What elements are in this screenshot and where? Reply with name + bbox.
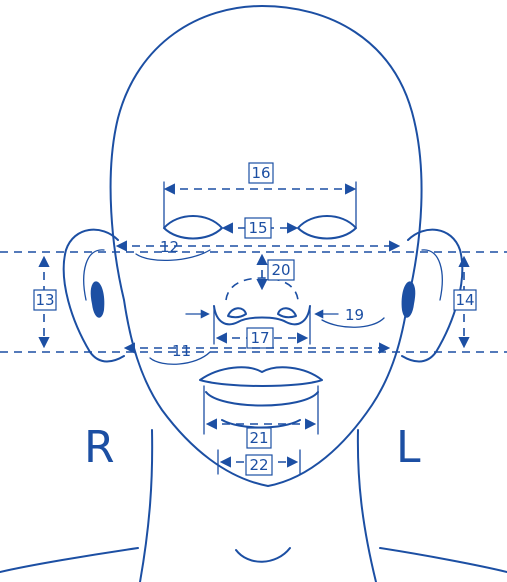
marker-20-label: 20: [271, 261, 290, 279]
marker-15-label: 15: [248, 219, 267, 237]
marker-14-label: 14: [455, 291, 474, 309]
neck-left: [139, 429, 154, 582]
neck-right: [356, 429, 377, 582]
marker-16-label: 16: [251, 164, 270, 182]
nose-base: [213, 305, 311, 326]
left-ear-canal: [401, 281, 416, 318]
right-ear-canal: [90, 281, 105, 318]
marker-22-box: [245, 454, 273, 476]
nose-bridge: [225, 277, 299, 301]
right-side-label: R: [84, 422, 115, 473]
left-side-label: L: [396, 422, 421, 473]
right-eye: [163, 215, 223, 240]
marker-21-label: 21: [249, 429, 268, 447]
upper-lip: [199, 366, 323, 387]
marker-12-curve: [135, 249, 211, 262]
marker-11-curve: [149, 351, 211, 365]
marker-19-label: 19: [345, 306, 364, 324]
left-nostril: [277, 307, 297, 319]
marker-17-label: 17: [250, 329, 269, 347]
lower-lip: [205, 391, 319, 407]
shoulder-right: [379, 547, 507, 573]
marker-20-box: [267, 259, 295, 281]
marker-12-label: 12: [160, 238, 179, 256]
marker-15-box: [244, 217, 272, 239]
left-eye: [297, 215, 357, 240]
right-nostril: [227, 307, 247, 319]
marker-13-label: 13: [35, 291, 54, 309]
left-ear-inner: [421, 249, 443, 301]
chin-crease: [221, 419, 301, 429]
marker-22-label: 22: [249, 456, 268, 474]
collarbone-notch: [235, 547, 291, 563]
marker-14-box: [453, 289, 477, 311]
shoulder-left: [0, 547, 139, 573]
right-ear-inner: [83, 249, 105, 301]
marker-19-curve: [321, 317, 385, 328]
marker-16-box: [248, 162, 274, 184]
marker-13-box: [33, 289, 57, 311]
marker-21-box: [246, 427, 272, 449]
right-ear: [62, 228, 125, 363]
marker-11-label: 11: [172, 342, 191, 360]
